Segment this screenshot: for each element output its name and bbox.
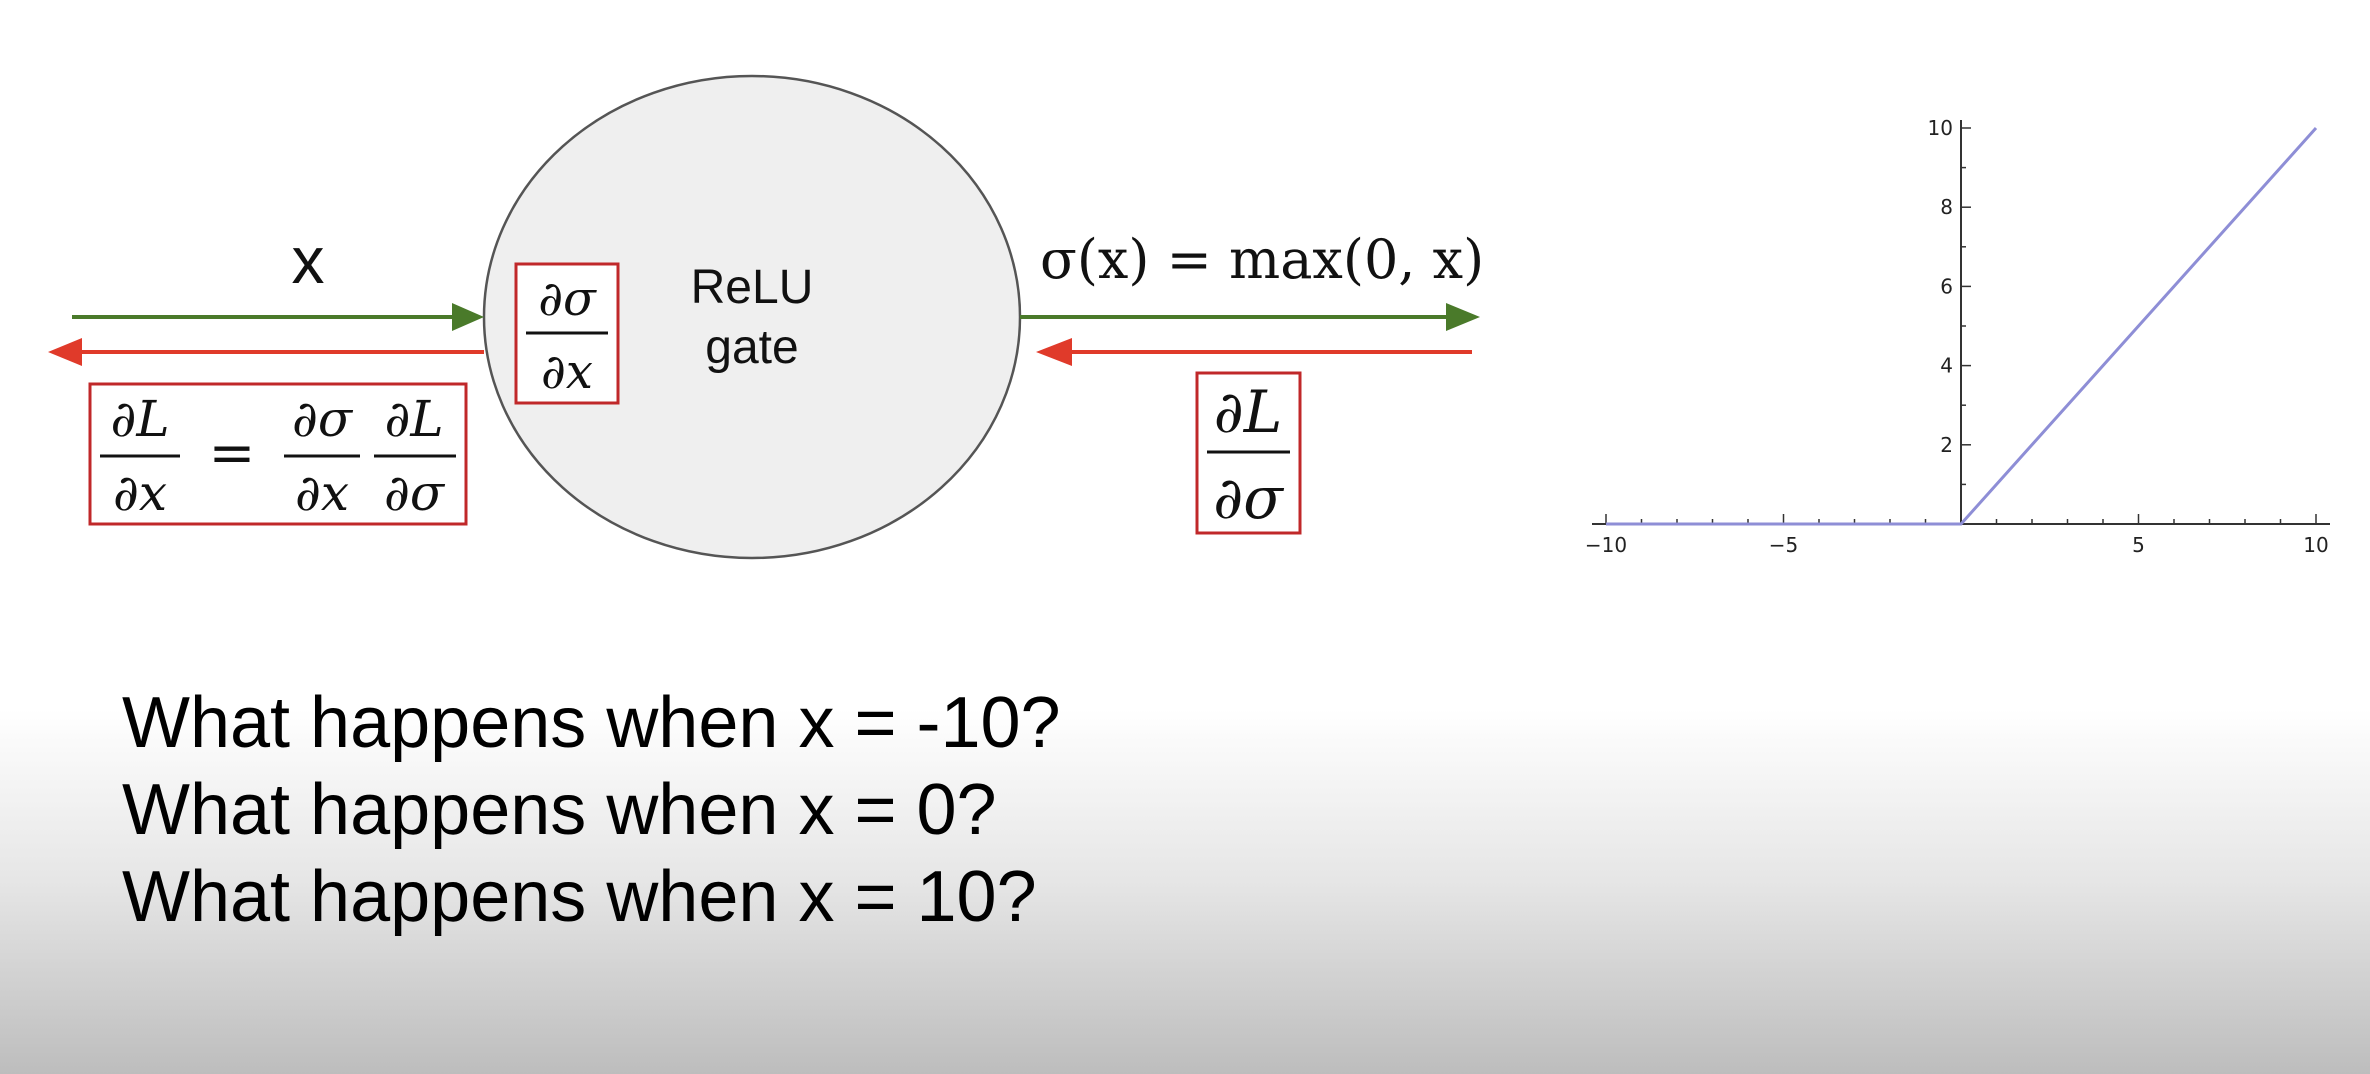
y-tick-label: 4 [1940, 354, 1953, 378]
chain-term2-num: ∂L [384, 390, 443, 448]
question-list: What happens when x = -10? What happens … [122, 680, 1061, 941]
upstream-gradient-box: ∂L ∂σ [1195, 371, 1302, 535]
chain-equals: = [209, 421, 256, 486]
gate-label-line2: gate [705, 321, 798, 374]
chain-lhs-den: ∂x [113, 464, 167, 522]
local-gradient-num: ∂σ [538, 271, 597, 327]
question-item: What happens when x = 0? [122, 770, 997, 850]
local-gradient-box: ∂σ ∂x [514, 262, 620, 405]
output-formula: σ(x) = max(0, x) [1040, 228, 1484, 291]
relu-plot: −10 −5 5 10 2 4 6 8 10 [1585, 116, 2330, 557]
x-ticks: −10 −5 5 10 [1585, 514, 2329, 557]
chain-term1-num: ∂σ [292, 390, 354, 448]
chain-term2-den: ∂σ [384, 464, 446, 522]
chain-rule-box: ∂L ∂x = ∂σ ∂x ∂L ∂σ [88, 382, 468, 526]
question-item: What happens when x = -10? [122, 683, 1061, 763]
y-tick-label: 6 [1940, 274, 1953, 298]
y-tick-label: 10 [1928, 116, 1953, 140]
relu-gate-diagram: ReLU gate x σ(x) = max(0, x) ∂σ ∂x ∂L ∂σ… [48, 74, 2330, 560]
relu-series-line [1606, 126, 2318, 526]
y-tick-label: 8 [1940, 195, 1953, 219]
forward-output-arrow [1020, 303, 1480, 331]
chain-lhs-num: ∂L [110, 390, 169, 448]
y-tick-label: 2 [1940, 433, 1953, 457]
y-ticks: 2 4 6 8 10 [1928, 116, 1971, 486]
upstream-gradient-num: ∂L [1214, 378, 1283, 446]
backward-input-arrow [48, 338, 484, 366]
chain-term1-den: ∂x [295, 464, 349, 522]
input-x-label: x [292, 223, 325, 297]
x-tick-label: 5 [2132, 533, 2145, 557]
forward-input-arrow [72, 303, 484, 331]
x-tick-label: −5 [1769, 533, 1798, 557]
local-gradient-den: ∂x [541, 344, 593, 400]
x-tick-label: −10 [1585, 533, 1627, 557]
upstream-gradient-den: ∂σ [1213, 464, 1284, 532]
gate-label-line1: ReLU [691, 261, 814, 314]
backward-output-arrow [1036, 338, 1472, 366]
question-item: What happens when x = 10? [122, 857, 1037, 937]
x-tick-label: 10 [2303, 533, 2328, 557]
